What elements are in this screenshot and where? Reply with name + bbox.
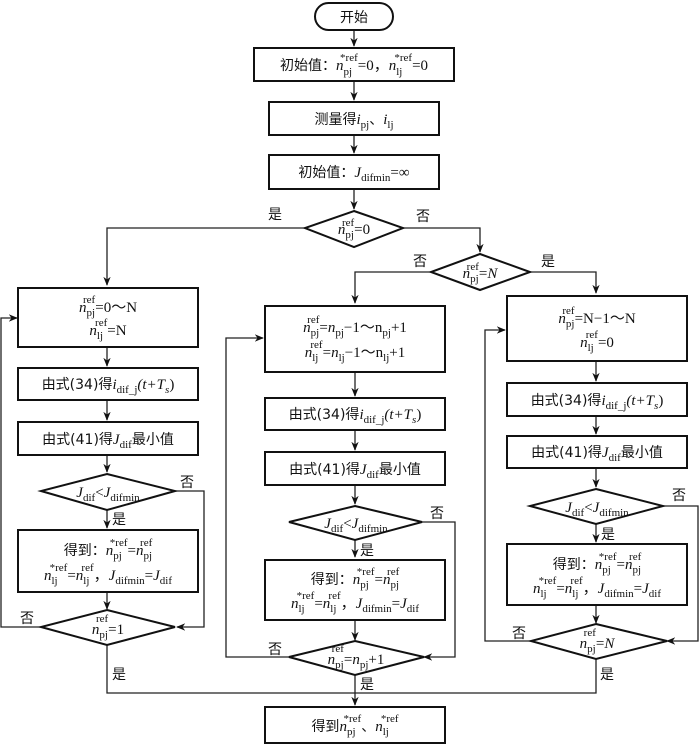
middle-calc-J-box: 由式(41)得Jdif最小值: [264, 451, 446, 486]
middle-loop-decision: npjref=npj+1 否 是: [268, 639, 425, 693]
left-calc-J-text: 由式(41)得Jdif最小值: [42, 431, 174, 451]
start-terminal: 开始: [314, 2, 394, 31]
init-box-1: 初始值：npj*ref=0，nlj*ref=0: [253, 47, 455, 82]
right-loop-yes-label: 是: [600, 667, 614, 683]
decision2-yes-label: 是: [541, 254, 555, 270]
start-label: 开始: [340, 10, 368, 26]
init1-text: 初始值：npj*ref=0，nlj*ref=0: [280, 52, 428, 78]
middle-calc-J-text: 由式(41)得Jdif最小值: [289, 461, 421, 481]
left-compare-yes-label: 是: [112, 512, 126, 528]
middle-calc-i-text: 由式(34)得idif_j(t+Ts): [289, 406, 422, 426]
right-range-line2: nljref=0: [580, 329, 614, 354]
left-compare-decision: Jdif<Jdifmin 否 是: [37, 472, 194, 528]
middle-compare-decision: Jdif<Jdifmin 否 是: [288, 504, 444, 559]
right-compare-yes-label: 是: [601, 527, 615, 543]
left-loop-decision: npjref=1 否 是: [20, 608, 176, 683]
connectors: [0, 30, 699, 706]
right-compare-text: Jdif<Jdifmin: [565, 500, 629, 519]
arrow-decision2-yes: [530, 271, 600, 294]
right-calc-J-box: 由式(41)得Jdif最小值: [506, 435, 688, 469]
middle-update-line2: nlj*ref=nljref，Jdifmin=Jdif: [291, 590, 419, 615]
decision-npj-eq-0: npjref=0 是 否: [268, 207, 430, 249]
arrow-right-compare-no: [663, 505, 699, 645]
middle-loop-no-label: 否: [268, 642, 282, 658]
middle-loop-yes-label: 是: [360, 677, 374, 693]
middle-loop-text: npjref=npj+1: [328, 643, 385, 671]
left-loop-yes-label: 是: [112, 667, 126, 683]
right-calc-J-text: 由式(41)得Jdif最小值: [531, 444, 663, 464]
decision2-no-label: 否: [413, 254, 427, 270]
arrow-decision1-yes: [103, 227, 305, 286]
right-range-box: npjref=N−1～N nljref=0: [506, 295, 688, 362]
end-text: 得到npj*ref、nlj*ref: [311, 713, 398, 738]
middle-calc-i-box: 由式(34)得idif_j(t+Ts): [264, 397, 446, 431]
left-update-box: 得到：npj*ref=npjref nlj*ref=nljref，Jdifmin…: [17, 529, 199, 593]
arrow-mid-loop-no: [225, 334, 289, 658]
arrow-left-loop-no: [0, 314, 41, 628]
middle-range-line2: nljref=nlj−1～nlj+1: [305, 339, 406, 364]
left-compare-no-label: 否: [180, 475, 194, 491]
arrow-decision2-no: [351, 271, 431, 304]
arrow-right-loop-no: [484, 326, 531, 642]
middle-compare-no-label: 否: [430, 506, 444, 522]
decision-npj-eq-N: npjref=N 否 是: [413, 252, 555, 292]
left-loop-no-label: 否: [20, 611, 34, 627]
right-calc-i-text: 由式(34)得idif_j(t+Ts): [531, 392, 664, 412]
left-range-line2: nljref=N: [89, 317, 126, 342]
left-branch: npjref=0～N nljref=N 由式(34)得idif_j(t+Ts) …: [17, 287, 199, 683]
left-calc-J-box: 由式(41)得Jdif最小值: [17, 421, 199, 456]
left-range-box: npjref=0～N nljref=N: [17, 287, 199, 348]
right-calc-i-box: 由式(34)得idif_j(t+Ts): [506, 382, 688, 417]
middle-compare-text: Jdif<Jdifmin: [324, 516, 388, 535]
middle-compare-yes-label: 是: [360, 543, 374, 559]
right-update-box: 得到：npj*ref=npjref nlj*ref=nljref，Jdifmin…: [506, 543, 688, 606]
init-box-2: 初始值：Jdifmin=∞: [268, 154, 440, 190]
decision2-text: npjref=N: [463, 261, 499, 285]
right-loop-decision: npjref=N 否 是: [512, 622, 668, 683]
left-range-line1: npjref=0～N: [79, 294, 137, 319]
end-box: 得到npj*ref、nlj*ref: [264, 706, 446, 744]
arrow-left-compare-no: [175, 490, 205, 631]
middle-update-line1: 得到：npj*ref=npjref: [311, 566, 400, 591]
middle-update-box: 得到：npj*ref=npjref nlj*ref=nljref，Jdifmin…: [264, 559, 446, 621]
decision1-no-label: 否: [416, 209, 430, 225]
left-update-line1: 得到：npj*ref=npjref: [64, 537, 153, 562]
right-update-line1: 得到：npj*ref=npjref: [553, 551, 642, 576]
left-calc-i-text: 由式(34)得idif_j(t+Ts): [42, 376, 175, 396]
middle-range-line1: npjref=npj−1～npj+1: [303, 314, 407, 339]
decision1-yes-label: 是: [268, 207, 282, 223]
arrow-mid-compare-no: [422, 521, 456, 661]
left-loop-text: npjref=1: [92, 613, 124, 641]
middle-range-box: npjref=npj−1～npj+1 nljref=nlj−1～nlj+1: [264, 305, 446, 373]
line-right-yes: [355, 659, 597, 694]
right-compare-no-label: 否: [672, 488, 686, 504]
left-update-line2: nlj*ref=nljref，Jdifmin=Jdif: [44, 562, 172, 587]
decision1-text: npjref=0: [338, 217, 370, 241]
measure-text: 测量得ipj、ilj: [314, 111, 393, 131]
right-branch: npjref=N−1～N nljref=0 由式(34)得idif_j(t+Ts…: [506, 295, 688, 683]
right-loop-text: npjref=N: [580, 627, 616, 655]
init2-text: 初始值：Jdifmin=∞: [298, 164, 409, 184]
arrow-decision1-no: [403, 227, 484, 253]
right-range-line1: npjref=N−1～N: [558, 305, 636, 330]
right-update-line2: nlj*ref=nljref，Jdifmin=Jdif: [533, 575, 661, 600]
middle-branch: npjref=npj−1～npj+1 nljref=nlj−1～nlj+1 由式…: [264, 305, 446, 693]
line-left-yes: [106, 645, 355, 694]
right-loop-no-label: 否: [512, 626, 526, 642]
right-compare-decision: Jdif<Jdifmin 否 是: [526, 487, 686, 543]
left-calc-i-box: 由式(34)得idif_j(t+Ts): [17, 367, 199, 401]
left-compare-text: Jdif<Jdifmin: [76, 485, 140, 504]
measure-box: 测量得ipj、ilj: [268, 101, 440, 136]
